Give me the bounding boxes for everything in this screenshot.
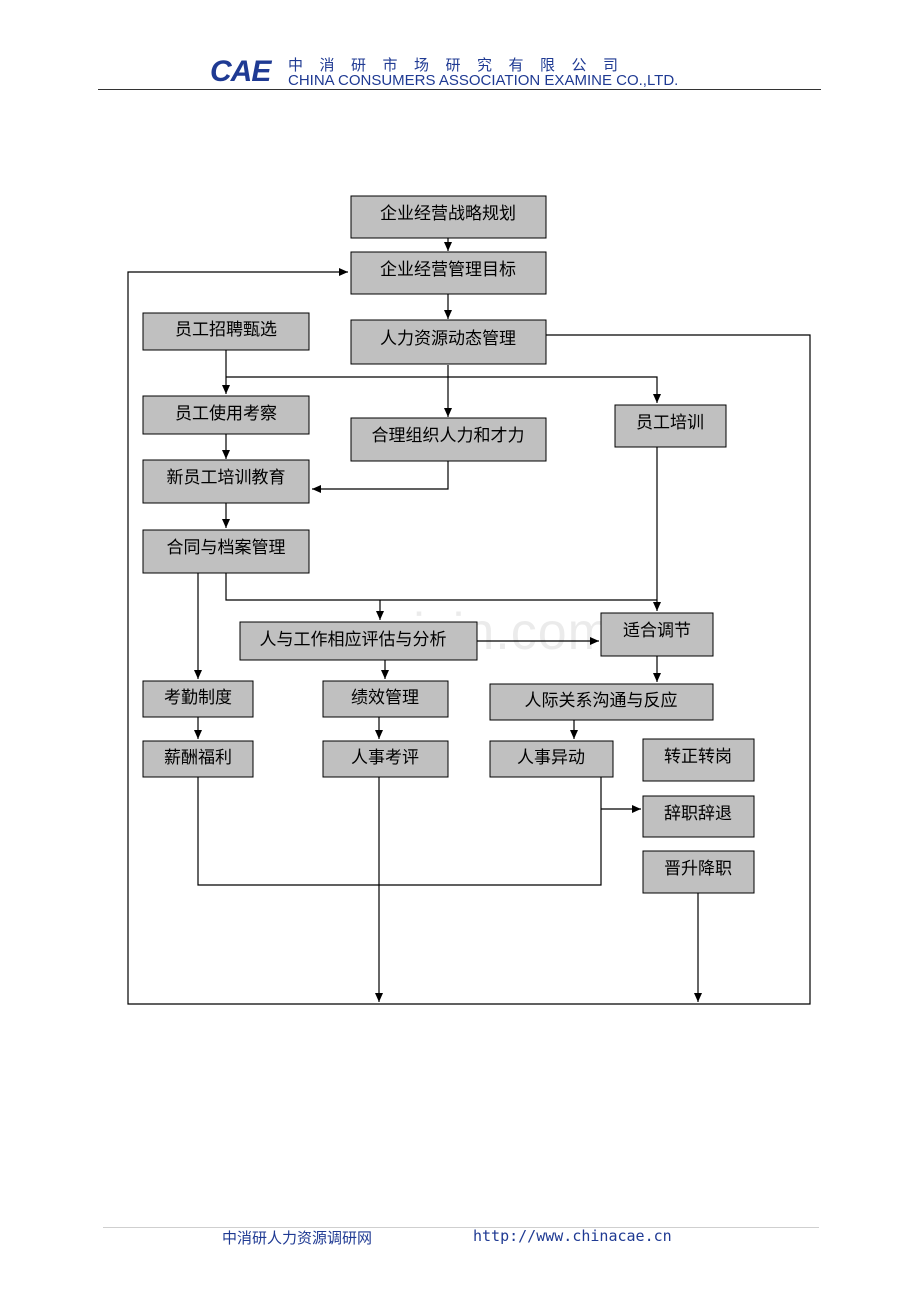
node-salary-label: 薪酬福利 xyxy=(164,748,232,768)
node-appraisal-label: 人事考评 xyxy=(351,748,419,768)
node-recruit-label: 员工招聘甄选 xyxy=(175,320,277,340)
node-dismiss-label: 辞职辞退 xyxy=(664,804,732,824)
cae-logo: CAE xyxy=(210,55,271,88)
node-dismiss: 辞职辞退 xyxy=(642,795,755,838)
footer-site-name: 中消研人力资源调研网 xyxy=(222,1229,373,1247)
node-transfer-label: 转正转岗 xyxy=(664,747,732,767)
node-change: 人事异动 xyxy=(489,740,614,778)
node-contract-label: 合同与档案管理 xyxy=(167,538,286,558)
edge-contract-branch xyxy=(225,573,657,601)
node-performance: 绩效管理 xyxy=(322,680,449,718)
node-adjust: 适合调节 xyxy=(600,612,714,657)
node-training-label: 员工培训 xyxy=(636,413,704,433)
company-name-en: CHINA CONSUMERS ASSOCIATION EXAMINE CO.,… xyxy=(288,72,679,89)
node-organize-label: 合理组织人力和才力 xyxy=(372,426,525,446)
node-contract: 合同与档案管理 xyxy=(142,529,310,574)
company-name-cn: 中消研市场研究有限公司 xyxy=(288,56,635,74)
connectors xyxy=(127,238,811,1005)
node-dynamic: 人力资源动态管理 xyxy=(350,319,547,365)
node-assessment: 人与工作相应评估与分析 xyxy=(239,621,478,661)
node-promote-label: 晋升降职 xyxy=(664,859,732,879)
page-header: CAE 中消研市场研究有限公司 CHINA CONSUMERS ASSOCIAT… xyxy=(0,0,920,100)
edge-dynamic-right-loop xyxy=(546,334,811,1005)
node-performance-label: 绩效管理 xyxy=(351,688,419,708)
edge-organize-newtraining xyxy=(312,461,449,493)
node-new-training-label: 新员工培训教育 xyxy=(167,468,286,488)
node-strategy-label: 企业经营战略规划 xyxy=(380,204,516,224)
node-recruit: 员工招聘甄选 xyxy=(142,312,310,351)
footer-url-link[interactable]: http://www.chinacae.cn xyxy=(473,1227,672,1245)
node-adjust-label: 适合调节 xyxy=(623,621,691,641)
node-use-review-label: 员工使用考察 xyxy=(175,403,277,424)
node-goal-label: 企业经营管理目标 xyxy=(380,260,516,280)
edge-feedback-loop xyxy=(127,268,698,1005)
node-attendance-label: 考勤制度 xyxy=(164,688,232,708)
node-appraisal: 人事考评 xyxy=(322,740,449,778)
node-use-review: 员工使用考察 xyxy=(142,395,310,435)
node-transfer: 转正转岗 xyxy=(642,738,755,782)
node-communication-label: 人际关系沟通与反应 xyxy=(525,691,678,711)
header-divider xyxy=(98,89,821,90)
node-attendance: 考勤制度 xyxy=(142,680,254,718)
footer-divider xyxy=(103,1227,819,1228)
node-new-training: 新员工培训教育 xyxy=(142,459,310,504)
node-strategy: 企业经营战略规划 xyxy=(350,195,547,239)
edge-salary-change-join xyxy=(197,777,602,886)
node-assessment-label: 人与工作相应评估与分析 xyxy=(260,630,447,650)
node-communication: 人际关系沟通与反应 xyxy=(489,683,714,721)
node-change-label: 人事异动 xyxy=(517,748,585,768)
node-dynamic-label: 人力资源动态管理 xyxy=(380,329,516,349)
node-goal: 企业经营管理目标 xyxy=(350,251,547,295)
edge-dynamic-training xyxy=(447,365,661,403)
node-promote: 晋升降职 xyxy=(642,850,755,894)
node-organize: 合理组织人力和才力 xyxy=(350,417,547,462)
node-salary: 薪酬福利 xyxy=(142,740,254,778)
node-training: 员工培训 xyxy=(614,404,727,448)
